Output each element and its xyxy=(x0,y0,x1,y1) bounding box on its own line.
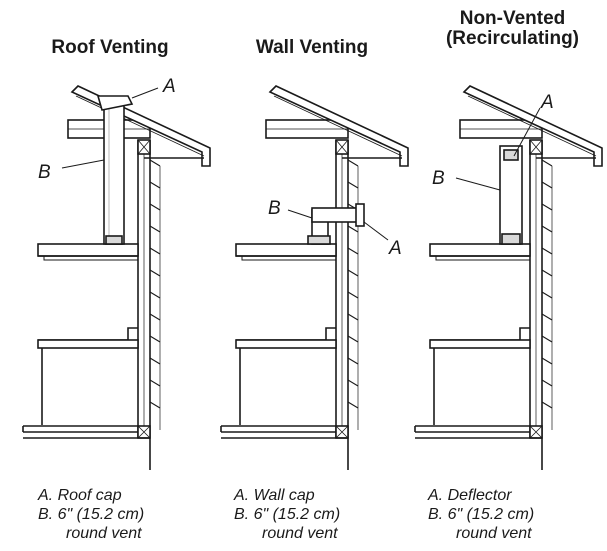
non-vented-legend: A. Deflector B. 6" (15.2 cm) round vent xyxy=(428,486,534,543)
wall-callout-b: B xyxy=(268,198,281,219)
nonvented-callout-a: A xyxy=(540,92,554,113)
roof-legend-a: A. Roof cap xyxy=(38,487,122,504)
wall-venting-legend: A. Wall cap B. 6" (15.2 cm) round vent xyxy=(234,486,340,543)
roof-venting-diagram: A B xyxy=(22,76,211,471)
roof-callout-b: B xyxy=(38,162,51,183)
nonvented-legend-b-cont: round vent xyxy=(456,525,532,542)
wall-legend-a: A. Wall cap xyxy=(234,487,315,504)
non-vented-title-line2: (Recirculating) xyxy=(445,28,580,49)
wall-legend-b-cont: round vent xyxy=(262,525,338,542)
roof-venting-legend: A. Roof cap B. 6" (15.2 cm) round vent xyxy=(38,486,144,543)
non-vented-title: Non-Vented (Recirculating) xyxy=(420,9,605,49)
wall-callout-a: A xyxy=(388,238,402,259)
roof-venting-title: Roof Venting xyxy=(51,37,169,58)
roof-callout-a: A xyxy=(162,76,176,97)
nonvented-legend-a: A. Deflector xyxy=(428,487,512,504)
nonvented-callout-b: B xyxy=(432,168,445,189)
non-vented-title-line1: Non-Vented xyxy=(459,8,566,29)
wall-venting-title: Wall Venting xyxy=(255,37,369,58)
nonvented-legend-b: B. 6" (15.2 cm) xyxy=(428,506,535,523)
non-vented-diagram: A B xyxy=(414,85,603,471)
roof-legend-b: B. 6" (15.2 cm) xyxy=(38,506,145,523)
wall-venting-diagram: A B xyxy=(220,85,409,471)
roof-legend-b-cont: round vent xyxy=(66,525,142,542)
wall-legend-b: B. 6" (15.2 cm) xyxy=(234,506,341,523)
